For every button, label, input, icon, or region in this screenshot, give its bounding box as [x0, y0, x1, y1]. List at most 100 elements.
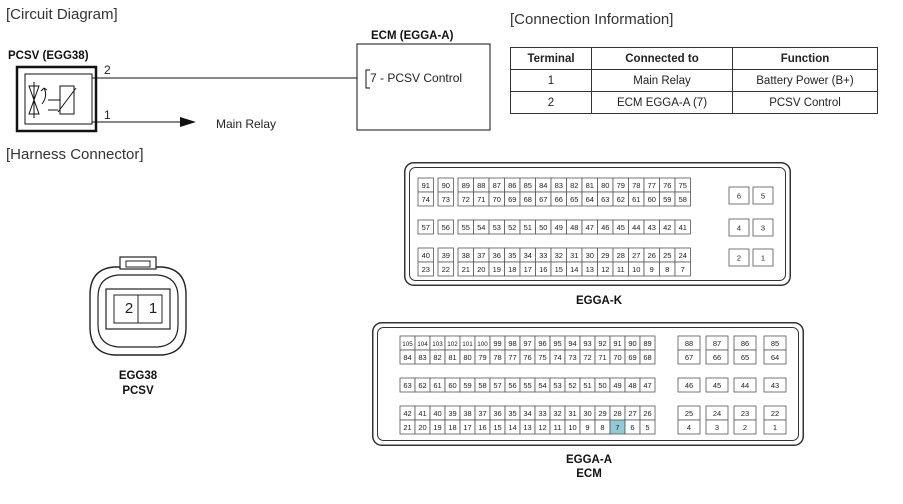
pin-cell [437, 219, 454, 235]
pin-cell [733, 349, 757, 365]
pin-label: 48 [628, 381, 636, 390]
pin-label: 55 [462, 223, 470, 232]
pin-label: 27 [628, 409, 636, 418]
table-header-terminal: Terminal [510, 47, 592, 70]
table-cell: 1 [510, 69, 592, 92]
pin-label: 78 [632, 181, 640, 190]
pin-label: 62 [418, 381, 426, 390]
pin-label: 54 [538, 381, 546, 390]
pin-label: 81 [448, 353, 456, 362]
pin-cell [639, 419, 656, 435]
pin-label: 82 [433, 353, 441, 362]
pin-cell [417, 219, 434, 235]
pin-label: 30 [586, 251, 594, 260]
table-cell: ECM EGGA-A (7) [591, 91, 733, 114]
pin-label: 86 [741, 339, 749, 348]
pin-label: 56 [442, 223, 450, 232]
pin-label: 29 [598, 409, 606, 418]
pin-label: 3 [715, 423, 719, 432]
pin-label: 20 [418, 423, 426, 432]
pin-label: 35 [508, 251, 516, 260]
pin-label: 20 [477, 265, 485, 274]
eggak-caption: EGGA-K [576, 295, 622, 307]
pin-label: 55 [523, 381, 531, 390]
main-relay-label: Main Relay [216, 117, 277, 131]
pin-label: 26 [648, 251, 656, 260]
pcsv-label: PCSV (EGG38) [8, 50, 89, 62]
pin-cell [677, 419, 701, 435]
pin-label: 75 [538, 353, 546, 362]
pin-label: 84 [539, 181, 547, 190]
pin-label: 8 [665, 265, 669, 274]
pin-label: 64 [771, 353, 779, 362]
pin-label: 27 [632, 251, 640, 260]
wire-number-1: 1 [104, 108, 111, 122]
pin-label: 44 [741, 381, 749, 390]
pin-cell [752, 218, 774, 237]
pcsv-inner-box [24, 73, 93, 125]
pin-label: 7 [681, 265, 685, 274]
pin-cell [752, 186, 774, 205]
table-header-function: Function [732, 47, 878, 70]
pin-label: 10 [632, 265, 640, 274]
pin-label: 33 [539, 251, 547, 260]
ecm-label: ECM (EGGA-A) [371, 30, 454, 42]
pcsv-pin-1: 1 [148, 300, 158, 317]
pin-label: 83 [555, 181, 563, 190]
pin-label: 92 [598, 339, 606, 348]
pin-cell [417, 191, 434, 207]
pin-label: 9 [585, 423, 589, 432]
pin-label: 42 [663, 223, 671, 232]
pin-label: 24 [713, 409, 721, 418]
pin-label: 58 [679, 195, 687, 204]
pin-label: 36 [493, 409, 501, 418]
pin-label: 71 [477, 195, 485, 204]
pin-label: 17 [463, 423, 471, 432]
pin-label: 69 [508, 195, 516, 204]
pin-label: 72 [583, 353, 591, 362]
pin-label: 68 [524, 195, 532, 204]
pin-label: 19 [493, 265, 501, 274]
pin-label: 12 [601, 265, 609, 274]
pin-label: 61 [433, 381, 441, 390]
pin-label: 47 [643, 381, 651, 390]
pin-label: 73 [568, 353, 576, 362]
pin-label: 75 [679, 181, 687, 190]
pin-label: 94 [568, 339, 576, 348]
pin-label: 37 [478, 409, 486, 418]
pin-label: 16 [539, 265, 547, 274]
pin-label: 65 [741, 353, 749, 362]
pin-label: 7 [615, 423, 619, 432]
pin-label: 23 [741, 409, 749, 418]
table-row: 1 Main Relay Battery Power (B+) [510, 69, 878, 92]
pin-label: 74 [553, 353, 561, 362]
pin-label: 13 [586, 265, 594, 274]
connection-table: Terminal Connected to Function 1 Main Re… [510, 47, 878, 114]
pin-label: 3 [761, 223, 765, 232]
pin-label: 17 [524, 265, 532, 274]
pin-label: 89 [643, 339, 651, 348]
pin-label: 76 [663, 181, 671, 190]
pin-label: 37 [477, 251, 485, 260]
pin-label: 90 [442, 181, 450, 190]
pin-label: 29 [601, 251, 609, 260]
pin-cell [733, 419, 757, 435]
pin-label: 52 [568, 381, 576, 390]
pin-label: 2 [737, 253, 741, 262]
pcsv-pin-2: 2 [124, 300, 134, 317]
pin-label: 61 [632, 195, 640, 204]
pin-label: 63 [403, 381, 411, 390]
pin-label: 22 [771, 409, 779, 418]
pin-label: 49 [555, 223, 563, 232]
eggaa-caption-1: EGGA-A [566, 454, 612, 466]
pin-label: 14 [570, 265, 578, 274]
pin-label: 51 [524, 223, 532, 232]
pin-label: 6 [630, 423, 634, 432]
pin-cell [763, 419, 787, 435]
pin-label: 21 [462, 265, 470, 274]
pin-cell [674, 219, 691, 235]
pin-label: 15 [493, 423, 501, 432]
pin-label: 48 [570, 223, 578, 232]
